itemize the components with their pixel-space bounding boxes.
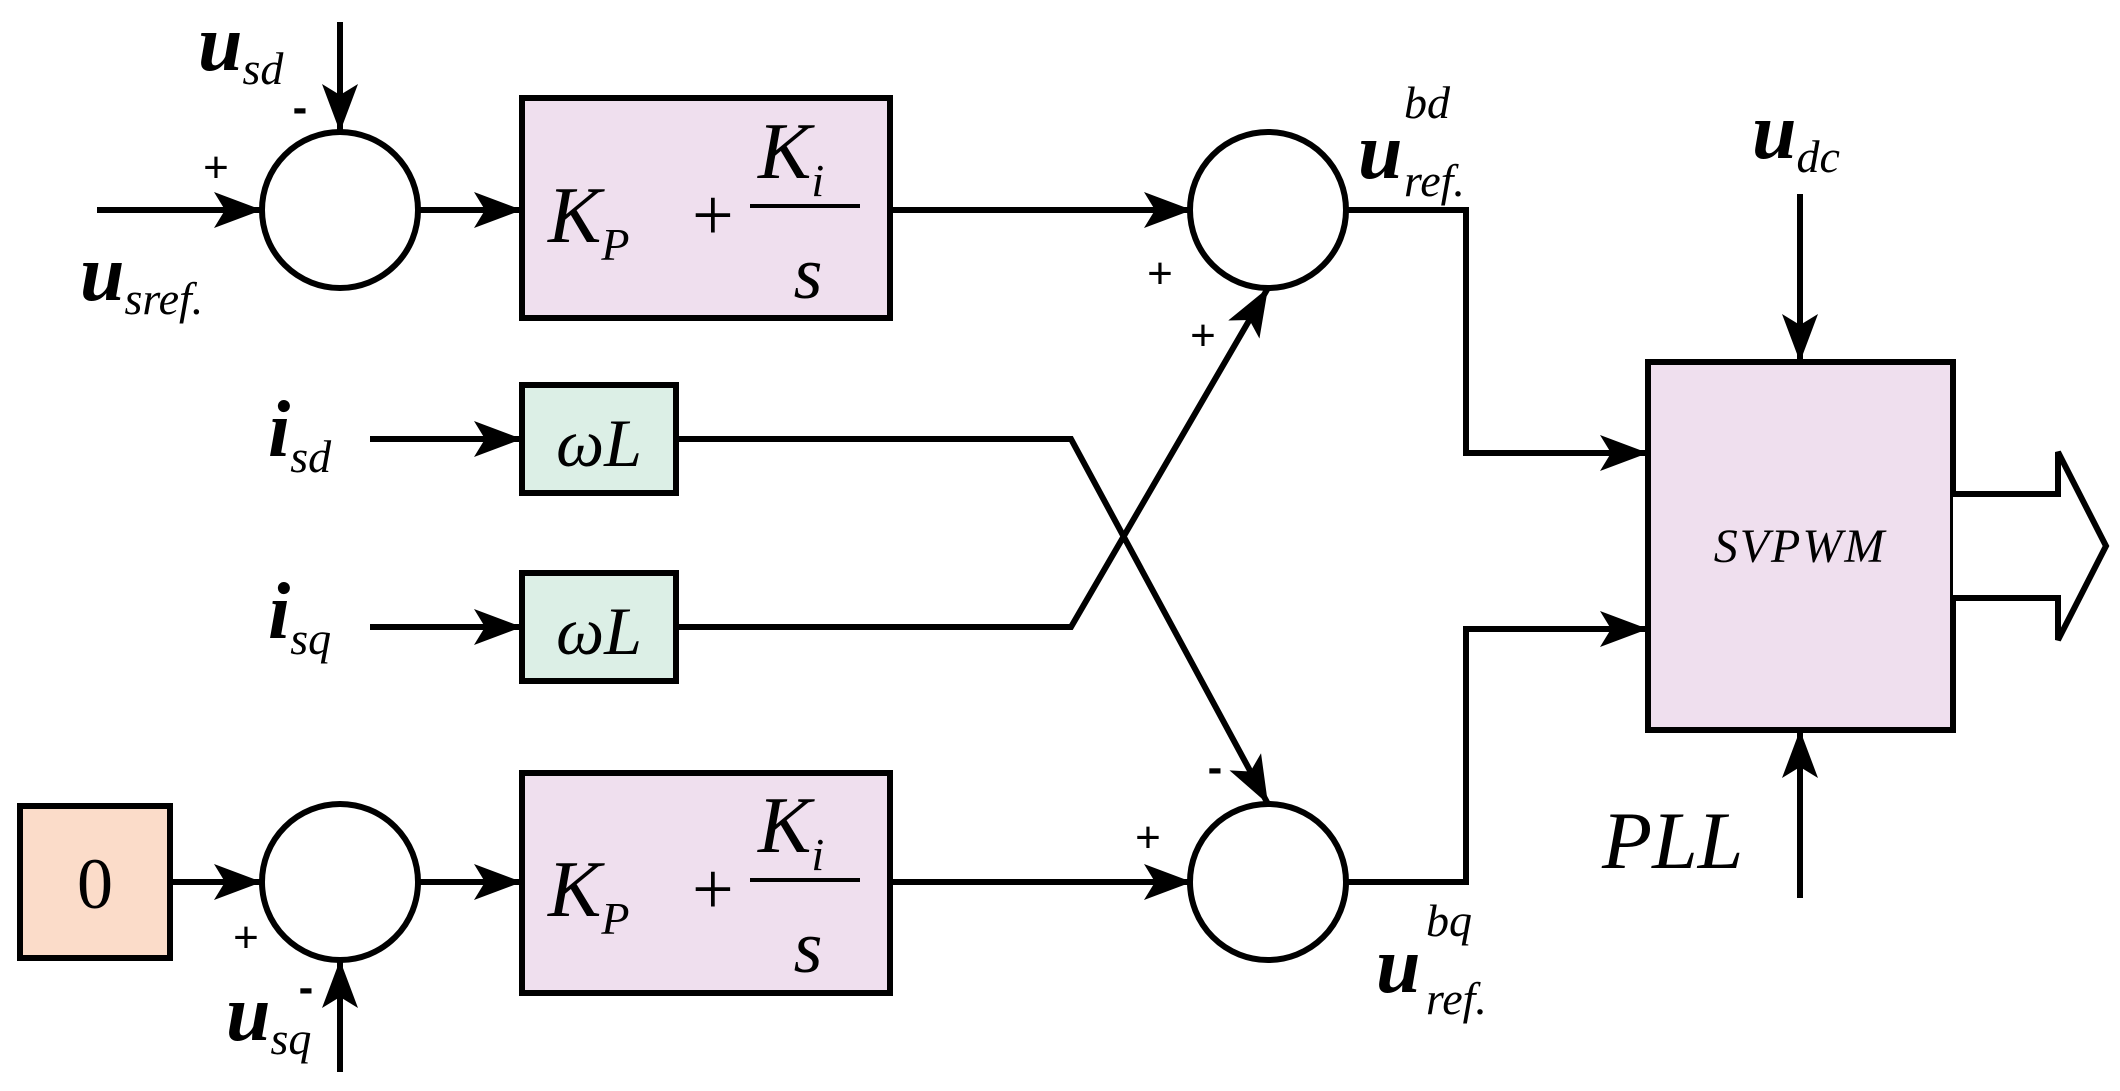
sign-sum2-plus-left: + [1147,249,1173,298]
svpwm-label: SVPWM [1714,520,1888,573]
sign-sum3-plus: + [233,913,259,962]
omega-l-block-d [519,382,679,496]
svg-text:bd: bd [1404,77,1451,128]
label-u-ref-bd: u bd ref. [1358,77,1465,206]
sign-sum1-plus: + [203,143,229,192]
pi-controller-q-block [519,770,893,996]
summing-junction-d-error [259,129,421,291]
label-u-sd: usd [198,0,284,94]
omega-l-d-label: ωL [556,405,642,481]
label-u-sq: usq [226,970,311,1064]
svpwm-output-arrow [1953,450,2110,642]
sign-sum4-minus: - [1208,743,1223,792]
svg-text:s: s [794,233,823,315]
zero-constant-block [17,803,173,961]
pi-d-label: KP + Ki s [547,108,860,315]
svg-text:Ki: Ki [757,108,824,206]
svg-text:+: + [692,175,734,257]
sign-sum1-minus: - [293,83,308,132]
label-u-ref-bq: u bq ref. [1376,895,1487,1024]
svg-text:s: s [794,907,823,989]
svg-text:bq: bq [1426,895,1472,946]
sign-sum2-plus-bottom: + [1190,311,1216,360]
svg-text:u: u [1358,108,1403,196]
sign-sum4-plus: + [1135,813,1161,862]
svg-text:KP: KP [547,172,629,270]
svg-text:ref.: ref. [1404,155,1465,206]
sign-sum3-minus: - [299,963,314,1012]
wire-wl-d-to-sum4 [676,436,1271,806]
wire-urefbq-to-svpwm [1346,611,1648,885]
wire-wl-q-to-sum2 [676,286,1271,630]
svg-text:Ki: Ki [757,782,824,880]
summing-junction-d-output [1187,129,1349,291]
svg-text:u: u [1376,922,1421,1010]
omega-l-q-label: ωL [556,593,642,669]
label-i-sq: isq [268,568,331,664]
label-pll: PLL [1601,795,1743,886]
svg-text:+: + [692,849,734,931]
label-i-sd: isd [268,386,332,482]
svg-text:ref.: ref. [1426,973,1487,1024]
label-u-dc: udc [1752,88,1840,182]
zero-label: 0 [77,844,113,924]
svg-text:KP: KP [547,846,629,944]
summing-junction-q-output [1187,801,1349,963]
svpwm-block [1645,359,1956,733]
label-u-sref: usref. [80,230,203,324]
wire-urefbd-to-svpwm [1346,207,1648,471]
pi-q-label: KP + Ki s [547,782,860,989]
summing-junction-q-error [259,801,421,963]
